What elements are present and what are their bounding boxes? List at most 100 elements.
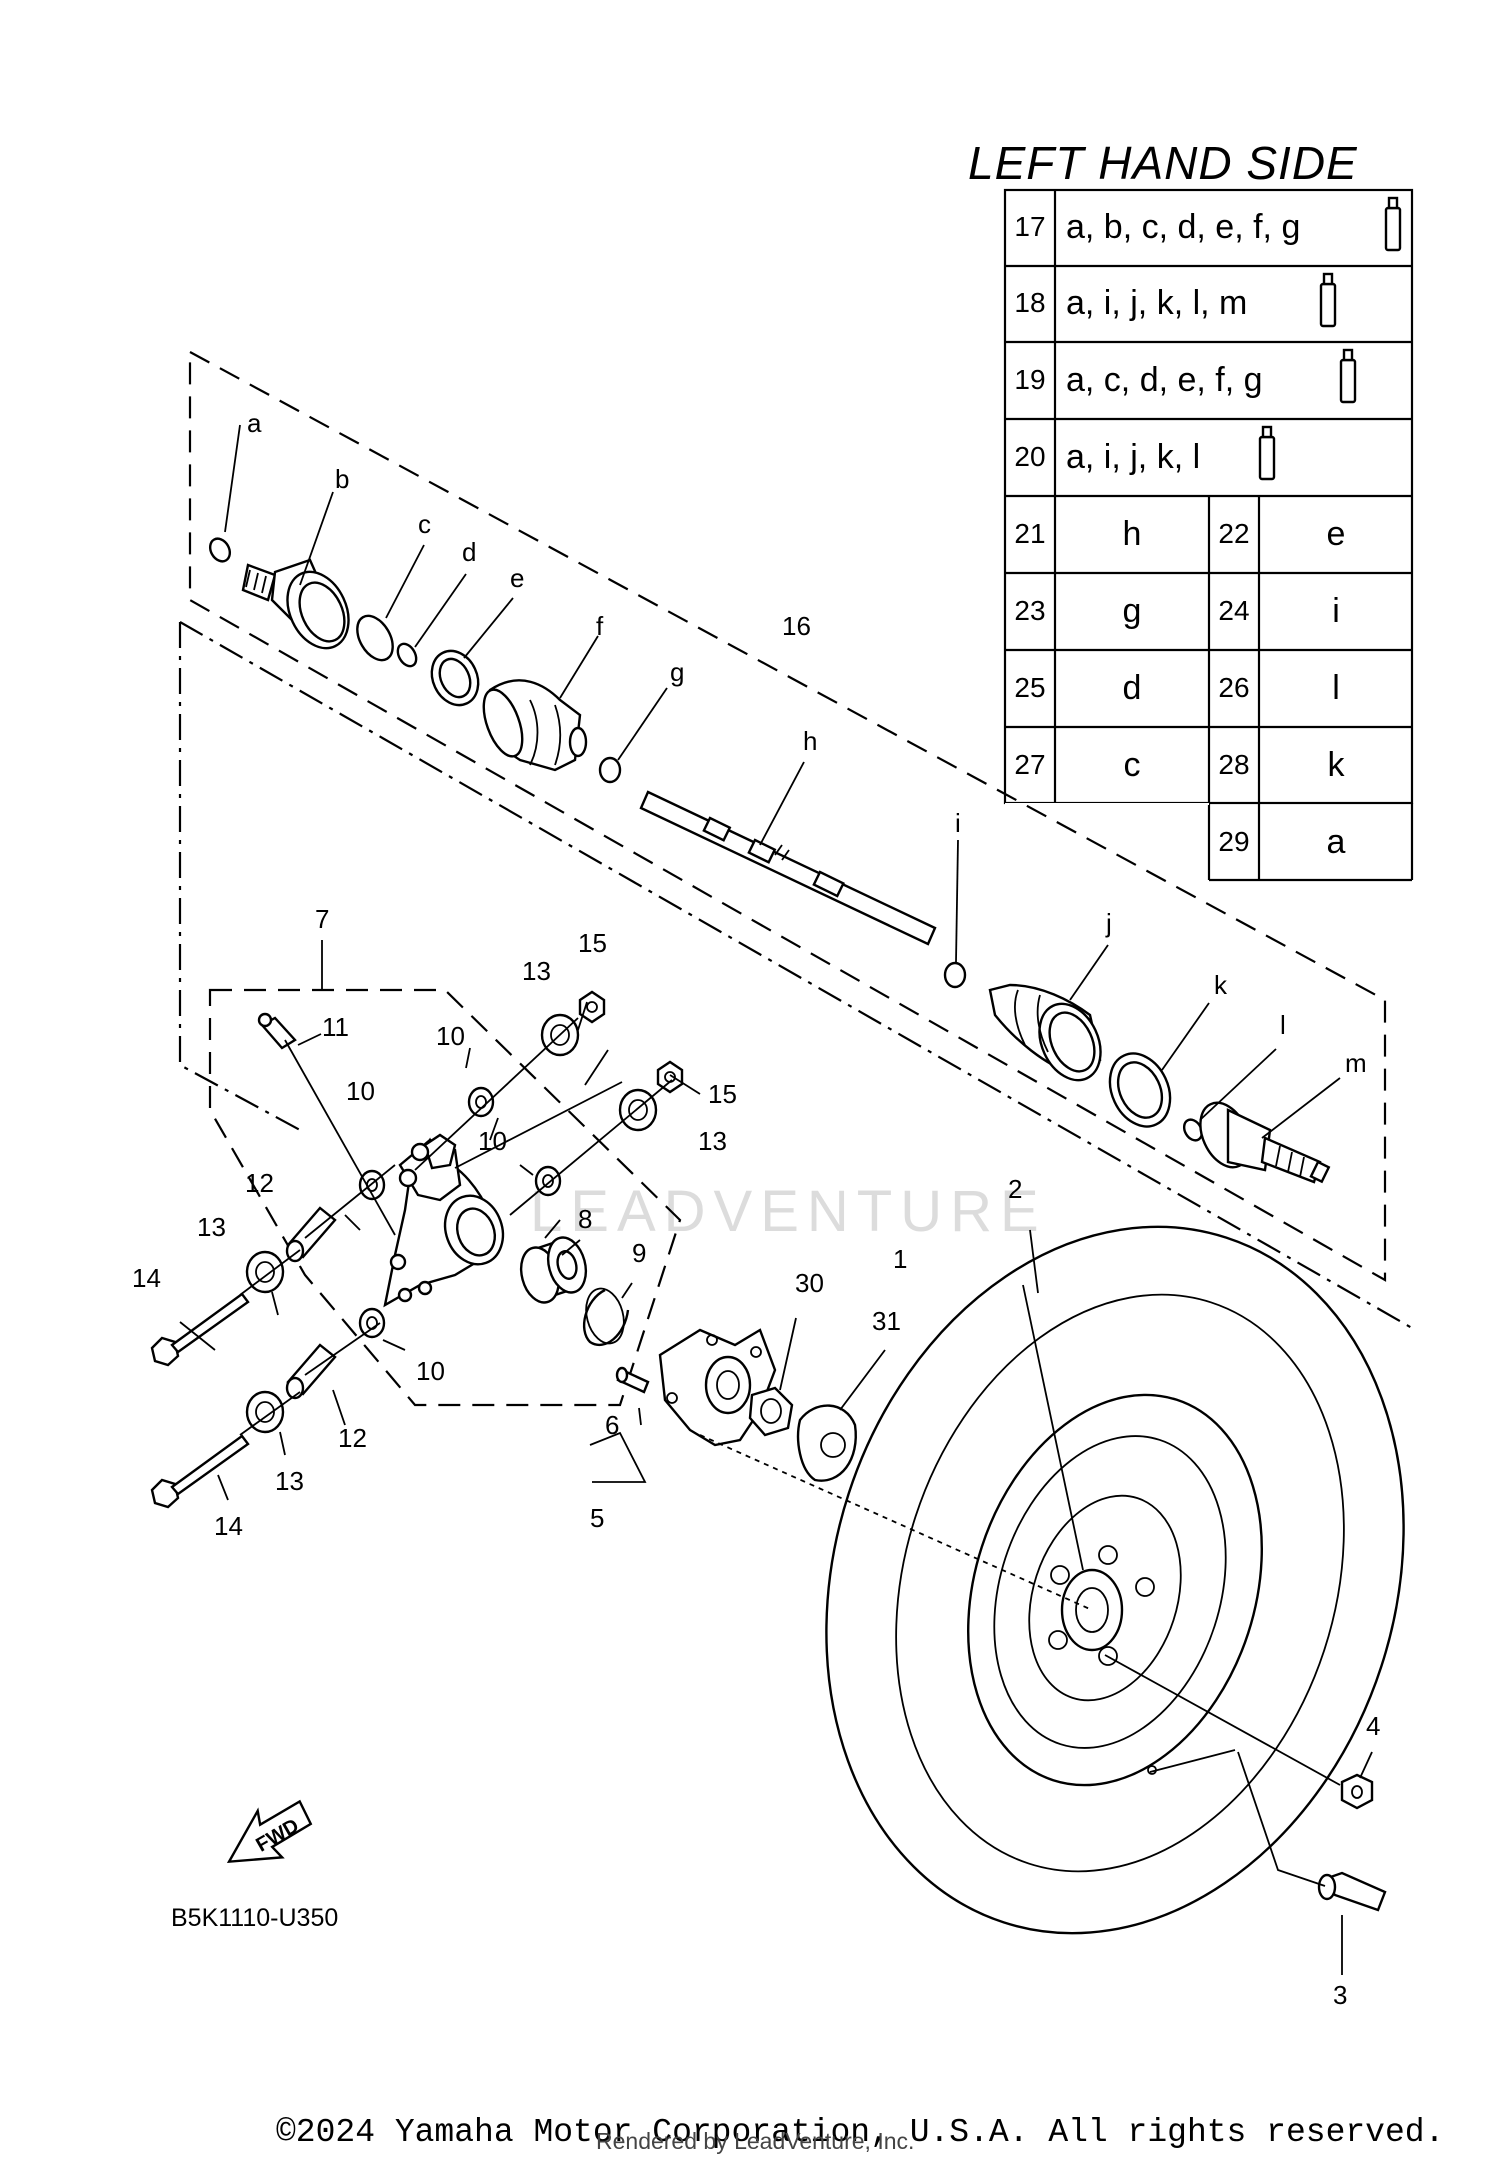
callout-c: c xyxy=(418,509,431,539)
callout-m: m xyxy=(1345,1048,1367,1078)
pair-25-item: d xyxy=(1123,669,1142,707)
callout-7: 7 xyxy=(315,904,329,934)
pair-29-number: 29 xyxy=(1218,826,1249,857)
callout-5: 5 xyxy=(590,1503,604,1533)
callout-10-left: 10 xyxy=(346,1076,375,1106)
driveshaft-assembly-boundary xyxy=(188,350,1387,1282)
callout-a: a xyxy=(247,408,262,438)
rendered-by: Rendered by LeadVenture, Inc. xyxy=(596,2128,915,2154)
callout-6: 6 xyxy=(605,1410,619,1440)
pair-22-item: e xyxy=(1327,515,1346,553)
callout-15-top: 15 xyxy=(578,928,607,958)
knuckle-assembly-boundary xyxy=(208,988,682,1407)
boot-band-k xyxy=(1108,1052,1172,1128)
callout-13-right: 13 xyxy=(698,1126,727,1156)
o-ring-c xyxy=(356,614,394,662)
wheel-nut-4 xyxy=(1340,1773,1374,1810)
kit-17-items: a, b, c, d, e, f, g xyxy=(1066,208,1300,246)
knuckle xyxy=(383,1133,505,1308)
pair-25-number: 25 xyxy=(1014,672,1045,703)
copyright-notice: ©2024 Yamaha Motor Corporation, U.S.A. A… xyxy=(276,2114,1445,2151)
boot-j xyxy=(988,983,1102,1082)
callout-13-bottom: 13 xyxy=(275,1466,304,1496)
callout-d: d xyxy=(462,537,476,567)
diagram-code: B5K1110-U350 xyxy=(171,1904,339,1932)
callout-14-bottom: 14 xyxy=(214,1511,243,1541)
callout-b: b xyxy=(335,464,349,494)
callout-15-right: 15 xyxy=(708,1079,737,1109)
callout-10-mid: 10 xyxy=(478,1126,507,1156)
callout-l: l xyxy=(1280,1010,1286,1040)
bushing-13-bottom xyxy=(245,1390,285,1434)
callout-16: 16 xyxy=(782,611,811,641)
callout-2: 2 xyxy=(1008,1174,1022,1204)
grease-tube-icon xyxy=(1384,196,1402,252)
cap-31 xyxy=(796,1404,857,1482)
callout-k: k xyxy=(1214,970,1228,1000)
spacer-10-bottom xyxy=(358,1307,386,1339)
nut-15-right xyxy=(656,1060,684,1094)
boot-band-g xyxy=(598,756,622,784)
pair-27-item: c xyxy=(1124,746,1141,784)
grease-tube-icon xyxy=(1258,425,1276,481)
nut-15-top xyxy=(578,990,606,1024)
callout-1: 1 xyxy=(893,1244,907,1274)
hub-5 xyxy=(658,1328,777,1447)
grease-tube-icon xyxy=(1339,348,1357,404)
boot-band-i xyxy=(943,961,967,989)
side-header: LEFT HAND SIDE xyxy=(968,137,1358,189)
callout-13-top: 13 xyxy=(522,956,551,986)
callout-3: 3 xyxy=(1333,1980,1347,2010)
kit-19-number: 19 xyxy=(1014,364,1045,395)
cv-joint-inner-b xyxy=(241,558,350,650)
circlip-9 xyxy=(582,1287,630,1347)
grease-nipple-11 xyxy=(257,1012,297,1050)
callout-10-top: 10 xyxy=(436,1021,465,1051)
grease-tube-icon xyxy=(1319,272,1337,328)
circlip-a xyxy=(208,537,232,563)
callout-12-top: 12 xyxy=(245,1168,274,1198)
bolt-14-top xyxy=(150,1292,250,1367)
boot-band-e xyxy=(430,649,480,707)
callout-31: 31 xyxy=(872,1306,901,1336)
pair-24-item: i xyxy=(1332,592,1340,630)
watermark: LEADVENTURE xyxy=(530,1179,1047,1244)
pair-26-item: l xyxy=(1332,669,1340,707)
callout-4: 4 xyxy=(1366,1711,1380,1741)
callouts: a b c d e f g h i j k l m 16 7 15 13 11 … xyxy=(132,408,1380,2010)
tire-valve-3 xyxy=(1317,1871,1387,1912)
circlip-d xyxy=(396,642,418,668)
pair-29-item: a xyxy=(1327,823,1346,861)
boot-f xyxy=(482,679,588,772)
leader-lines xyxy=(179,424,1373,1975)
callout-10-bottom: 10 xyxy=(416,1356,445,1386)
kit-18-number: 18 xyxy=(1014,287,1045,318)
collar-12-top xyxy=(285,1206,337,1263)
callout-13-left: 13 xyxy=(197,1212,226,1242)
bearing-8 xyxy=(519,1236,588,1304)
pair-23-number: 23 xyxy=(1014,595,1045,626)
callout-30: 30 xyxy=(795,1268,824,1298)
pair-21-item: h xyxy=(1123,515,1142,553)
kit-20-number: 20 xyxy=(1014,441,1045,472)
pair-26-number: 26 xyxy=(1218,672,1249,703)
callout-9: 9 xyxy=(632,1238,646,1268)
callout-j: j xyxy=(1105,908,1112,938)
pair-24-number: 24 xyxy=(1218,595,1249,626)
kit-reference-table: 17 a, b, c, d, e, f, g 18 a, i, j, k, l,… xyxy=(1003,188,1414,882)
callout-i: i xyxy=(955,808,961,838)
stud-bolt-6 xyxy=(615,1366,650,1394)
callout-e: e xyxy=(510,563,524,593)
pair-22-number: 22 xyxy=(1218,518,1249,549)
callout-14-top: 14 xyxy=(132,1263,161,1293)
kit-20-items: a, i, j, k, l xyxy=(1066,438,1200,476)
kit-17-number: 17 xyxy=(1014,211,1045,242)
callout-g: g xyxy=(670,657,684,687)
pair-28-number: 28 xyxy=(1218,749,1249,780)
bushing-13-right xyxy=(618,1088,658,1132)
callout-8: 8 xyxy=(578,1204,592,1234)
spacer-10-top xyxy=(467,1086,495,1118)
pair-27-number: 27 xyxy=(1014,749,1045,780)
pair-21-number: 21 xyxy=(1014,518,1045,549)
